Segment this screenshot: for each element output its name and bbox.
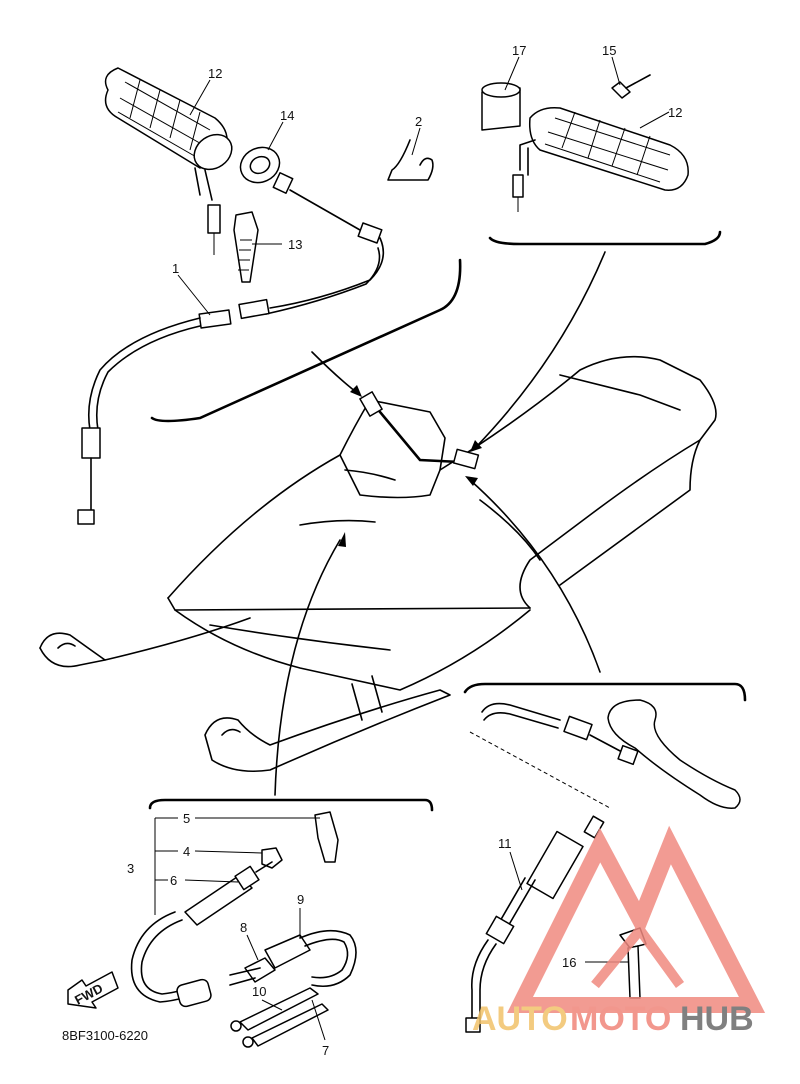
right-grip-assembly: [481, 74, 689, 212]
leader-lines: [154, 56, 670, 1041]
callout-13: 13: [288, 237, 302, 252]
callout-17: 17: [512, 43, 526, 58]
watermark-hub: HUB: [680, 1000, 754, 1038]
left-grip-assembly: [77, 67, 434, 525]
callout-frames: [148, 230, 747, 812]
callout-6: 6: [170, 873, 177, 888]
snowmobile-body: [39, 355, 717, 773]
callout-10: 10: [252, 984, 266, 999]
callout-12-right: 12: [668, 105, 682, 120]
callout-1: 1: [172, 261, 179, 276]
watermark-auto: AUTO: [472, 1000, 568, 1038]
watermark-moto: MOTO: [570, 1000, 671, 1038]
drawing-code: 8BF3100-6220: [62, 1028, 148, 1043]
callout-9: 9: [297, 892, 304, 907]
switch-assembly: [67, 811, 357, 1048]
callout-3: 3: [127, 861, 134, 876]
callout-15: 15: [602, 43, 616, 58]
callout-12-left: 12: [208, 66, 222, 81]
callout-16: 16: [562, 955, 576, 970]
brake-assembly: [465, 699, 741, 1033]
callout-8: 8: [240, 920, 247, 935]
callout-14: 14: [280, 108, 294, 123]
callout-2: 2: [415, 114, 422, 129]
callout-7: 7: [322, 1043, 329, 1058]
callout-5: 5: [183, 811, 190, 826]
watermark-logo: AUTO MOTO HUB: [472, 825, 766, 1038]
callout-4: 4: [183, 844, 190, 859]
callout-11: 11: [498, 836, 512, 851]
